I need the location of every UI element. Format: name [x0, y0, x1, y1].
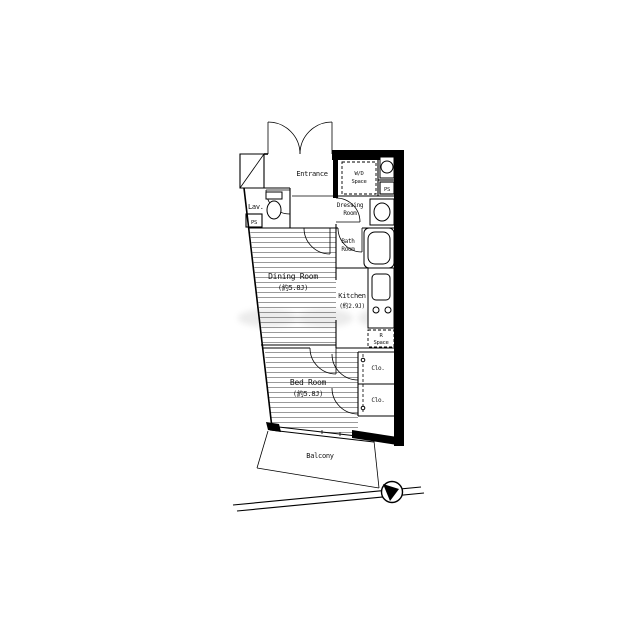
entrance-door	[267, 121, 333, 155]
ps-left-label: PS	[251, 220, 257, 226]
closet-lower-label: Clo.	[371, 397, 384, 404]
bedroom-door	[309, 347, 337, 375]
wd-space-label-2: Space	[351, 179, 366, 185]
balcony-outline	[256, 430, 380, 489]
bottom-left-wall-cap	[266, 422, 281, 432]
r-space-label-1: R	[379, 333, 383, 339]
bed-room-floor	[265, 352, 358, 437]
entrance-wd-wall	[333, 158, 338, 198]
bath-room-label-1: Bath	[341, 238, 355, 245]
dressing-room-label-1: Dressing	[337, 202, 364, 209]
kitchen-label: Kitchen	[338, 292, 365, 300]
dining-room-floor	[250, 230, 336, 343]
bath-door	[337, 227, 363, 253]
dining-door	[303, 227, 331, 255]
ps-right-box	[379, 181, 395, 195]
closet-upper-label: Clo.	[371, 365, 384, 372]
wd-space-box	[341, 161, 377, 195]
r-space-label-2: Space	[373, 340, 388, 346]
bed-room-size: (約5.8J)	[293, 389, 323, 398]
shaft-diagonal	[239, 153, 265, 189]
dining-room-size: (約5.8J)	[278, 283, 308, 292]
dining-room-label: Dining Room	[268, 272, 318, 281]
balcony-label: Balcony	[306, 452, 333, 460]
ps-left-box	[245, 213, 263, 228]
kitchen-counter-icon	[367, 267, 395, 329]
entrance-label: Entrance	[296, 170, 327, 178]
compass-icon	[380, 480, 404, 504]
dressing-door	[335, 197, 361, 223]
washbasin-icon	[369, 198, 395, 226]
right-wall	[394, 150, 404, 446]
bottom-right-wall	[352, 430, 404, 446]
ps-right-label: PS	[384, 187, 390, 193]
kitchen-size: (約2.9J)	[339, 302, 365, 310]
closets	[331, 351, 394, 417]
bed-room-label: Bed Room	[290, 378, 327, 387]
bathtub-icon	[363, 227, 395, 269]
bath-room-label-2: Room	[341, 246, 355, 253]
top-wall	[332, 150, 394, 160]
water-heater-icon	[379, 156, 395, 179]
dressing-room-label-2: Room	[343, 210, 357, 217]
refrigerator-space-box	[367, 329, 395, 348]
toilet-icon	[265, 191, 283, 220]
wd-space-label-1: W/D	[354, 171, 363, 177]
balcony-window	[269, 425, 375, 443]
lavatory-label: Lav.	[248, 203, 264, 211]
